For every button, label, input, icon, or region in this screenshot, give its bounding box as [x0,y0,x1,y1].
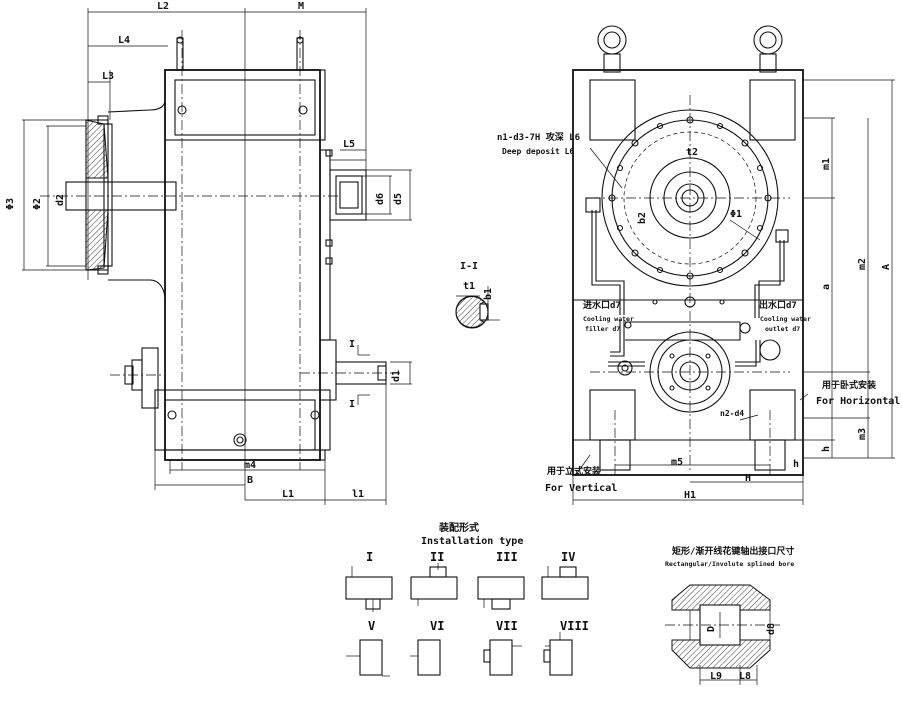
dim-h-small: h [793,459,800,470]
dim-phi2: Φ2 [32,197,43,210]
spline-title-en: Rectangular/Involute splined bore [665,560,795,568]
holes-label: n2-d4 [720,409,745,418]
dim-a-lower: a [821,283,832,290]
cooling-inlet-cn: 进水口d7 [583,301,621,311]
installation-types [345,563,589,677]
dim-l2: L2 [157,1,170,12]
inner-b2: b2 [637,211,648,224]
section-mark-bottom: I [349,399,356,410]
vertical-en: For Vertical [545,483,618,494]
section-t1: t1 [463,281,476,292]
left-side-view [22,8,412,505]
horizontal-en: For Horizontal [816,396,901,407]
type-iii: III [496,550,518,564]
type-vi: VI [430,619,445,633]
dim-l1: L1 [282,489,295,500]
type-v: V [368,619,376,633]
tap-label: n1-d3-7H 攻深 L6 [497,133,581,143]
dim-m: M [298,1,305,12]
dim-d2: d2 [55,193,66,206]
inner-phi1: Φ1 [730,209,743,220]
dim-phi3: Φ3 [5,197,16,210]
section-title: I-I [460,261,479,272]
dim-a-upper: A [881,263,892,270]
spline-d8: d8 [766,622,777,635]
section-i-i [455,286,500,329]
vertical-cn: 用于立式安装 [547,467,602,477]
type-vii: VII [496,619,518,633]
tap-label-en: Deep deposit L6 [502,147,575,156]
spline-d: D [706,625,717,632]
type-i: I [366,550,374,564]
horizontal-cn: 用于卧式安装 [822,381,877,391]
dim-b: B [247,475,254,486]
section-b1: b1 [483,287,494,300]
cooling-inlet-en-1: Cooling water [583,315,634,323]
installation-title-cn: 装配形式 [439,523,479,534]
dim-h1: H1 [684,490,697,501]
type-ii: II [430,550,445,564]
spline-title-cn: 矩形/渐开线花键轴出接口尺寸 [672,547,795,557]
dim-d1: d1 [391,369,402,382]
installation-title-en: Installation type [421,536,524,547]
dim-l1-lower: l1 [352,489,365,500]
dim-m5: m5 [671,457,684,468]
dim-h-bottom: H [745,473,752,484]
dim-l5: L5 [343,139,356,150]
cooling-outlet-en-2: outlet d7 [765,325,801,333]
right-front-view [572,25,895,505]
dim-m1: m1 [821,157,832,170]
dim-m3: m3 [857,427,868,440]
dim-m2: m2 [857,257,868,270]
dim-h-right: h [821,445,832,452]
type-viii: VIII [560,619,589,633]
dim-d5: d5 [393,192,404,205]
spline-l8: L8 [739,671,752,682]
spline-bore-detail [665,584,780,685]
cooling-outlet-cn: 出水口d7 [759,301,797,311]
cooling-outlet-en-1: Cooling water [760,315,811,323]
dim-l4: L4 [118,35,131,46]
inner-t2: t2 [686,147,699,158]
section-mark-top: I [349,339,356,350]
dim-d6: d6 [375,192,386,205]
dim-m4: m4 [244,460,257,471]
dim-l3: L3 [102,71,115,82]
type-iv: IV [561,550,576,564]
cooling-inlet-en-2: filler d7 [585,325,621,333]
spline-l9: L9 [710,671,723,682]
